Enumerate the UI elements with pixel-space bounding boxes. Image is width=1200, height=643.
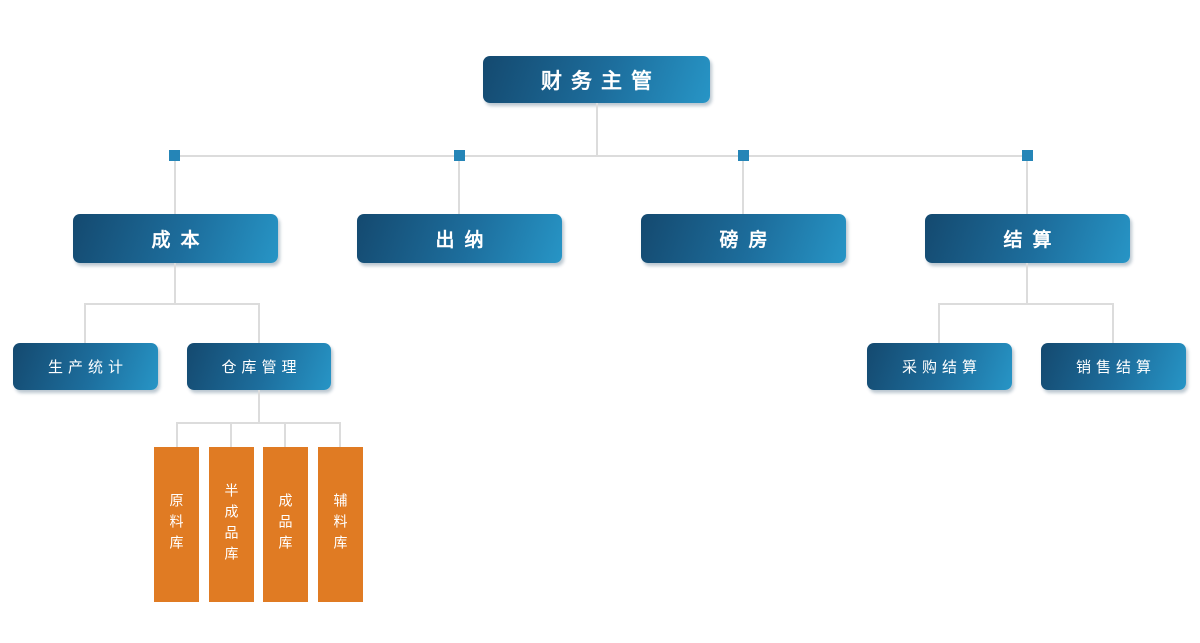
junction-square <box>1022 150 1033 161</box>
connector-drop-weighbridge <box>742 156 744 214</box>
connector-drop-semi-finished-store <box>230 422 232 447</box>
node-purchase-settlement: 采购结算 <box>867 343 1012 390</box>
node-production-stats: 生产统计 <box>13 343 158 390</box>
node-sales-settlement: 销售结算 <box>1041 343 1186 390</box>
connector-drop-raw-material-store <box>176 422 178 447</box>
connector-drop-cashier <box>458 156 460 214</box>
node-warehouse-mgmt: 仓库管理 <box>187 343 331 390</box>
node-finished-goods-store: 成品库 <box>263 447 308 602</box>
junction-square <box>169 150 180 161</box>
store-label: 辅料库 <box>332 493 349 556</box>
connector-root-stem <box>596 103 598 155</box>
connector-drop-cost <box>174 156 176 214</box>
connector-drop-sales-settlement <box>1112 303 1114 343</box>
connector-settlement-rail <box>939 303 1114 305</box>
connector-warehouse-rail <box>177 422 341 424</box>
connector-drop-purchase-settlement <box>938 303 940 343</box>
node-semi-finished-store: 半成品库 <box>209 447 254 602</box>
connector-warehouse-stem <box>258 390 260 422</box>
node-weighbridge: 磅房 <box>641 214 846 263</box>
node-raw-material-store: 原料库 <box>154 447 199 602</box>
node-cost: 成本 <box>73 214 278 263</box>
store-label: 成品库 <box>277 493 294 556</box>
node-auxiliary-material-store: 辅料库 <box>318 447 363 602</box>
connector-drop-production-stats <box>84 303 86 343</box>
junction-square <box>454 150 465 161</box>
connector-drop-settlement <box>1026 156 1028 214</box>
connector-settlement-stem <box>1026 263 1028 303</box>
connector-cost-stem <box>174 263 176 303</box>
store-label: 半成品库 <box>223 482 240 567</box>
connector-drop-auxiliary-material-store <box>339 422 341 447</box>
store-label: 原料库 <box>168 493 185 556</box>
node-settlement: 结算 <box>925 214 1130 263</box>
node-finance-director: 财务主管 <box>483 56 710 103</box>
connector-level2-rail <box>174 155 1027 157</box>
connector-cost-rail <box>85 303 260 305</box>
connector-drop-warehouse-mgmt <box>258 303 260 343</box>
junction-square <box>738 150 749 161</box>
node-cashier: 出纳 <box>357 214 562 263</box>
connector-drop-finished-goods-store <box>284 422 286 447</box>
